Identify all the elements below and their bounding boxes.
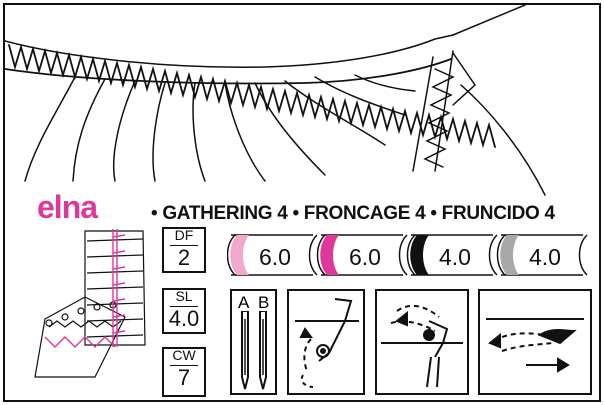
thread-tension-row bbox=[227, 234, 588, 276]
divider bbox=[170, 365, 198, 366]
setting-df-label: DF bbox=[174, 227, 194, 243]
foot-adjust-icon bbox=[381, 304, 463, 388]
brand-logo: elna bbox=[37, 189, 98, 225]
needle-b-label: B bbox=[258, 293, 270, 312]
stitch-sample-illustration bbox=[34, 229, 146, 378]
needle-position-diagram bbox=[241, 311, 267, 390]
setting-sl-box: SL 4.0 bbox=[162, 288, 206, 334]
setting-df-value: 2 bbox=[177, 245, 191, 270]
differential-feed-icon bbox=[486, 318, 584, 373]
setting-sl-label: SL bbox=[175, 288, 193, 304]
foot-adjust-panel bbox=[375, 289, 469, 395]
tension-color-1 bbox=[230, 235, 249, 275]
tension-color-3 bbox=[410, 235, 429, 275]
divider bbox=[170, 245, 198, 246]
needle-position-panel: A B bbox=[230, 289, 277, 395]
setting-sl-value: 4.0 bbox=[168, 306, 200, 331]
tension-value-2: 6.0 bbox=[349, 244, 381, 270]
presser-foot-lever-icon bbox=[295, 298, 359, 388]
needle-a-label: A bbox=[238, 293, 250, 312]
setting-cw-value: 7 bbox=[177, 365, 191, 390]
stitch-card: elna • GATHERING 4 • FRONCAGE 4 • FRUNCI… bbox=[3, 3, 601, 402]
tension-color-2 bbox=[320, 235, 339, 275]
tension-value-4: 4.0 bbox=[529, 244, 561, 270]
differential-feed-panel bbox=[478, 289, 592, 395]
divider bbox=[170, 306, 198, 307]
stitch-title: • GATHERING 4 • FRONCAGE 4 • FRUNCIDO 4 bbox=[151, 203, 555, 224]
tension-value-3: 4.0 bbox=[439, 244, 471, 270]
setting-cw-label: CW bbox=[172, 347, 196, 363]
tension-color-4 bbox=[500, 235, 519, 275]
presser-foot-panel bbox=[287, 289, 365, 395]
fabric-stitch-illustration bbox=[5, 5, 546, 196]
setting-df-box: DF 2 bbox=[162, 227, 206, 273]
setting-cw-box: CW 7 bbox=[162, 347, 206, 397]
tension-value-1: 6.0 bbox=[259, 244, 291, 270]
